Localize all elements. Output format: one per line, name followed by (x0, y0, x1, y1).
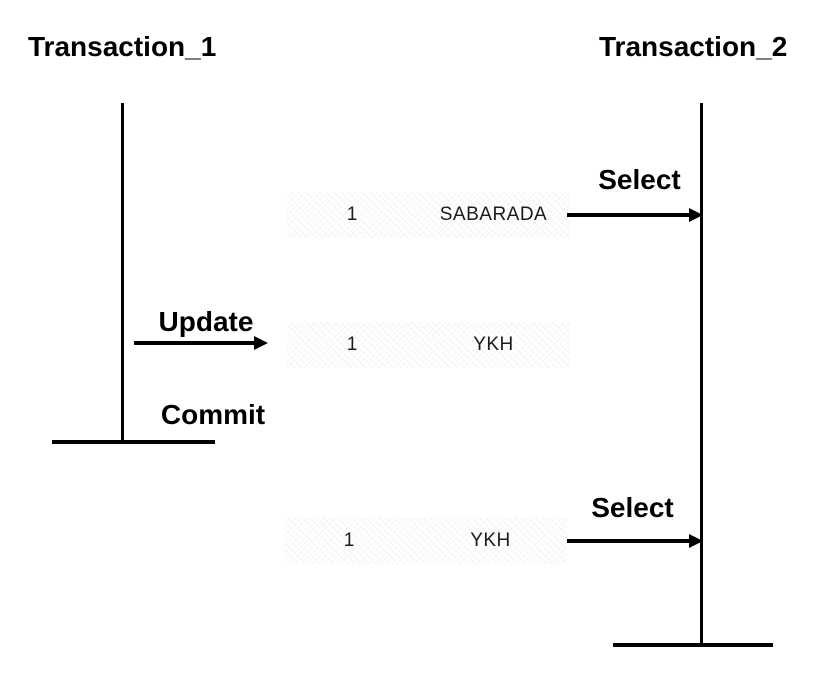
arrow-shaft (567, 539, 693, 543)
lifeline-transaction-1 (121, 103, 124, 442)
record-row: 1 YKH (284, 518, 567, 564)
operation-label-commit: Commit (160, 399, 266, 430)
record-row: 1 YKH (287, 322, 570, 368)
arrow-head-icon (689, 534, 703, 548)
lane-title-transaction-2: Transaction_2 (599, 31, 788, 62)
arrow-select-2 (567, 534, 703, 548)
arrow-shaft (134, 341, 258, 345)
arrow-update (134, 336, 268, 350)
record-value: YKH (470, 530, 511, 551)
lane-title-transaction-1: Transaction_1 (28, 31, 217, 62)
operation-label-select-2: Select (591, 492, 674, 523)
record-id: 1 (346, 204, 358, 225)
record-id: 1 (346, 334, 358, 355)
lifeline-end-transaction-1 (52, 440, 215, 444)
operation-label-update: Update (158, 306, 254, 337)
record-row: 1 SABARADA (287, 192, 570, 238)
lifeline-end-transaction-2 (613, 643, 773, 647)
operation-label-select-1: Select (598, 164, 681, 195)
record-id: 1 (343, 530, 355, 551)
record-value: YKH (473, 334, 514, 355)
record-value: SABARADA (439, 204, 548, 225)
arrow-shaft (567, 213, 693, 217)
arrow-head-icon (689, 208, 703, 222)
lifeline-transaction-2 (700, 103, 703, 645)
arrow-head-icon (254, 336, 268, 350)
arrow-select-1 (567, 208, 703, 222)
